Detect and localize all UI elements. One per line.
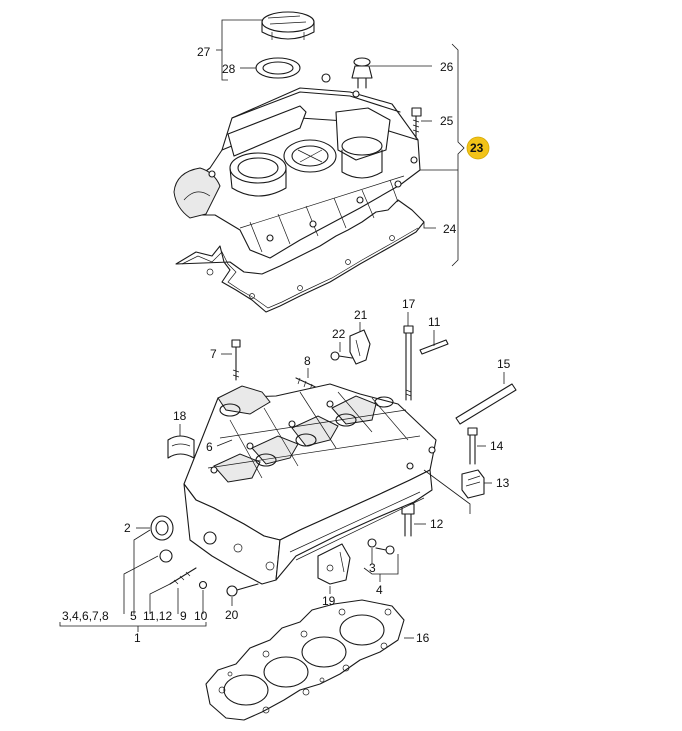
label-16: 16 bbox=[416, 631, 430, 645]
oil-filler-cap bbox=[261, 11, 315, 40]
plug-9 bbox=[159, 549, 173, 563]
label-group-10: 10 bbox=[194, 609, 208, 623]
label-14: 14 bbox=[490, 439, 504, 453]
guide-rod bbox=[455, 383, 517, 425]
label-23: 23 bbox=[470, 141, 484, 155]
label-20: 20 bbox=[225, 608, 239, 622]
label-22: 22 bbox=[332, 327, 346, 341]
label-21: 21 bbox=[354, 308, 368, 322]
cover-bolt bbox=[411, 107, 422, 139]
cover-gasket bbox=[175, 199, 425, 313]
label-15: 15 bbox=[497, 357, 511, 371]
highlight-badge bbox=[466, 136, 490, 160]
sensor-12 bbox=[401, 503, 415, 537]
label-4: 4 bbox=[376, 583, 383, 597]
label-25: 25 bbox=[440, 114, 454, 128]
leader-lines bbox=[59, 19, 505, 639]
cylinder-head bbox=[183, 383, 437, 585]
clip-bracket bbox=[349, 329, 371, 365]
label-27: 27 bbox=[197, 45, 211, 59]
ring-10 bbox=[198, 580, 208, 590]
bearing-shell bbox=[167, 435, 195, 459]
dowel-pin bbox=[419, 339, 449, 355]
label-7: 7 bbox=[210, 347, 217, 361]
small-bolt-22 bbox=[330, 351, 353, 361]
label-8: 8 bbox=[304, 354, 311, 368]
label-28: 28 bbox=[222, 62, 236, 76]
label-group-11-12: 11,12 bbox=[143, 609, 172, 623]
label-group-5: 5 bbox=[130, 609, 137, 623]
cylinder-head-cover bbox=[173, 73, 421, 259]
label-19: 19 bbox=[322, 594, 336, 608]
connector-13 bbox=[461, 469, 485, 499]
bolt-4 bbox=[375, 545, 395, 555]
label-3: 3 bbox=[369, 561, 376, 575]
bolt-14 bbox=[467, 427, 478, 465]
head-bolt-long bbox=[403, 325, 414, 401]
label-6: 6 bbox=[206, 440, 213, 454]
breather-valve bbox=[351, 57, 373, 89]
bolt-7 bbox=[231, 339, 241, 381]
cylinder-head-gasket bbox=[205, 599, 405, 721]
label-11: 11 bbox=[428, 315, 441, 329]
callout-labels: 27 28 26 25 23 24 17 11 21 22 8 7 15 18 … bbox=[62, 45, 511, 645]
label-1: 1 bbox=[134, 631, 141, 645]
label-group-9: 9 bbox=[180, 609, 187, 623]
bolt-20 bbox=[226, 583, 259, 597]
bracket-19 bbox=[317, 543, 351, 585]
seal-ring-2 bbox=[150, 515, 174, 541]
label-18: 18 bbox=[173, 409, 187, 423]
label-group-3-4-6-7-8: 3,4,6,7,8 bbox=[62, 609, 109, 623]
label-26: 26 bbox=[440, 60, 454, 74]
stud-9 bbox=[169, 567, 197, 585]
label-17: 17 bbox=[402, 297, 416, 311]
filler-cap-seal bbox=[255, 57, 301, 79]
label-24: 24 bbox=[443, 222, 457, 236]
washer-3 bbox=[367, 538, 377, 548]
label-2: 2 bbox=[124, 521, 131, 535]
label-12: 12 bbox=[430, 517, 444, 531]
label-13: 13 bbox=[496, 476, 510, 490]
